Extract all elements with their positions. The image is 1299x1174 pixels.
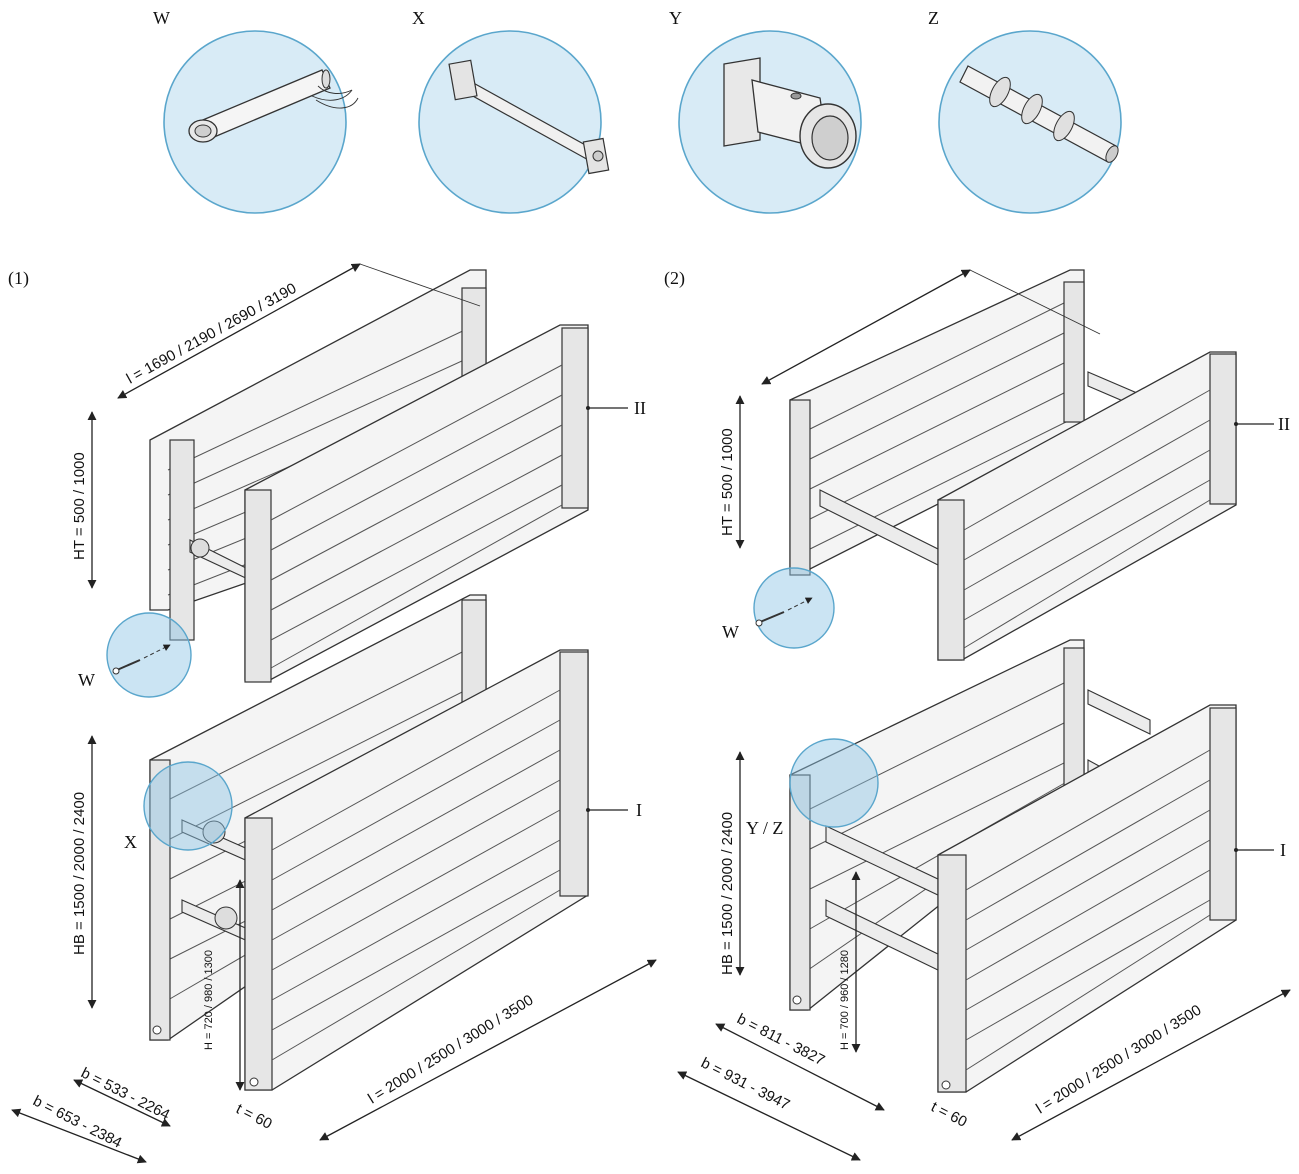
detail-z-label: Z — [928, 8, 939, 28]
fig2-pin-icon — [755, 597, 813, 627]
fig2-callout-yz: Y / Z — [746, 818, 783, 838]
fig1-dim-tpl: t = 60 — [233, 1100, 275, 1132]
fig1-module-bottom — [149, 594, 589, 1091]
fig2-callout-w: W — [722, 622, 739, 642]
fig1-callout-w-circle — [106, 612, 192, 698]
detail-w-label: W — [153, 8, 170, 28]
socket-icon — [723, 57, 857, 169]
detail-y: Y — [669, 8, 862, 214]
adapter-icon — [959, 65, 1119, 163]
fig2-module-bottom — [789, 639, 1237, 1093]
fig2-callout-w-circle — [753, 567, 835, 649]
fig2-dim-tpl: t = 60 — [928, 1098, 970, 1130]
fig1-dim-bc: b = 533 - 2264 — [78, 1064, 172, 1123]
fig1-callout-x-circle — [143, 761, 233, 851]
fig1-panel-top-label: II — [634, 398, 646, 418]
detail-x: X — [412, 8, 610, 214]
fig1-dim-hb: HB = 1500 / 2000 / 2400 — [71, 792, 88, 955]
fig2-dim-hc: H = 700 / 960 / 1280 — [839, 950, 851, 1050]
detail-y-label: Y — [669, 8, 682, 28]
fig1-dim-hc: H = 720 / 980 / 1300 — [203, 950, 215, 1050]
fig1-pin-icon — [112, 644, 171, 675]
detail-x-label: X — [412, 8, 425, 28]
fig1-dim-ht: HT = 500 / 1000 — [71, 452, 88, 560]
fig2-module-top — [789, 269, 1237, 661]
fig1-callout-w: W — [78, 670, 95, 690]
fig2-panel-bottom-label: I — [1280, 840, 1286, 860]
fig1-module-top — [149, 269, 589, 683]
fig2-label: (2) — [664, 268, 685, 289]
fig1-callout-x: X — [124, 832, 137, 852]
fig2-dim-ht: HT = 500 / 1000 — [719, 428, 736, 536]
fig2-dim-hb: HB = 1500 / 2000 / 2400 — [719, 812, 736, 975]
fig2-panel-top-label: II — [1278, 414, 1290, 434]
fig1-panel-bottom-label: I — [636, 800, 642, 820]
spindle-icon — [448, 59, 610, 175]
pin-icon — [188, 69, 359, 143]
fig2-callout-yz-circle — [789, 738, 879, 828]
fig1-dim-lc: l = 1690 / 2190 / 2690 / 3190 — [124, 280, 300, 388]
fig1-label: (1) — [8, 268, 29, 289]
detail-z: Z — [928, 8, 1122, 214]
detail-w: W — [153, 8, 359, 214]
detail-w-circle — [163, 30, 347, 214]
detail-x-circle — [418, 30, 602, 214]
